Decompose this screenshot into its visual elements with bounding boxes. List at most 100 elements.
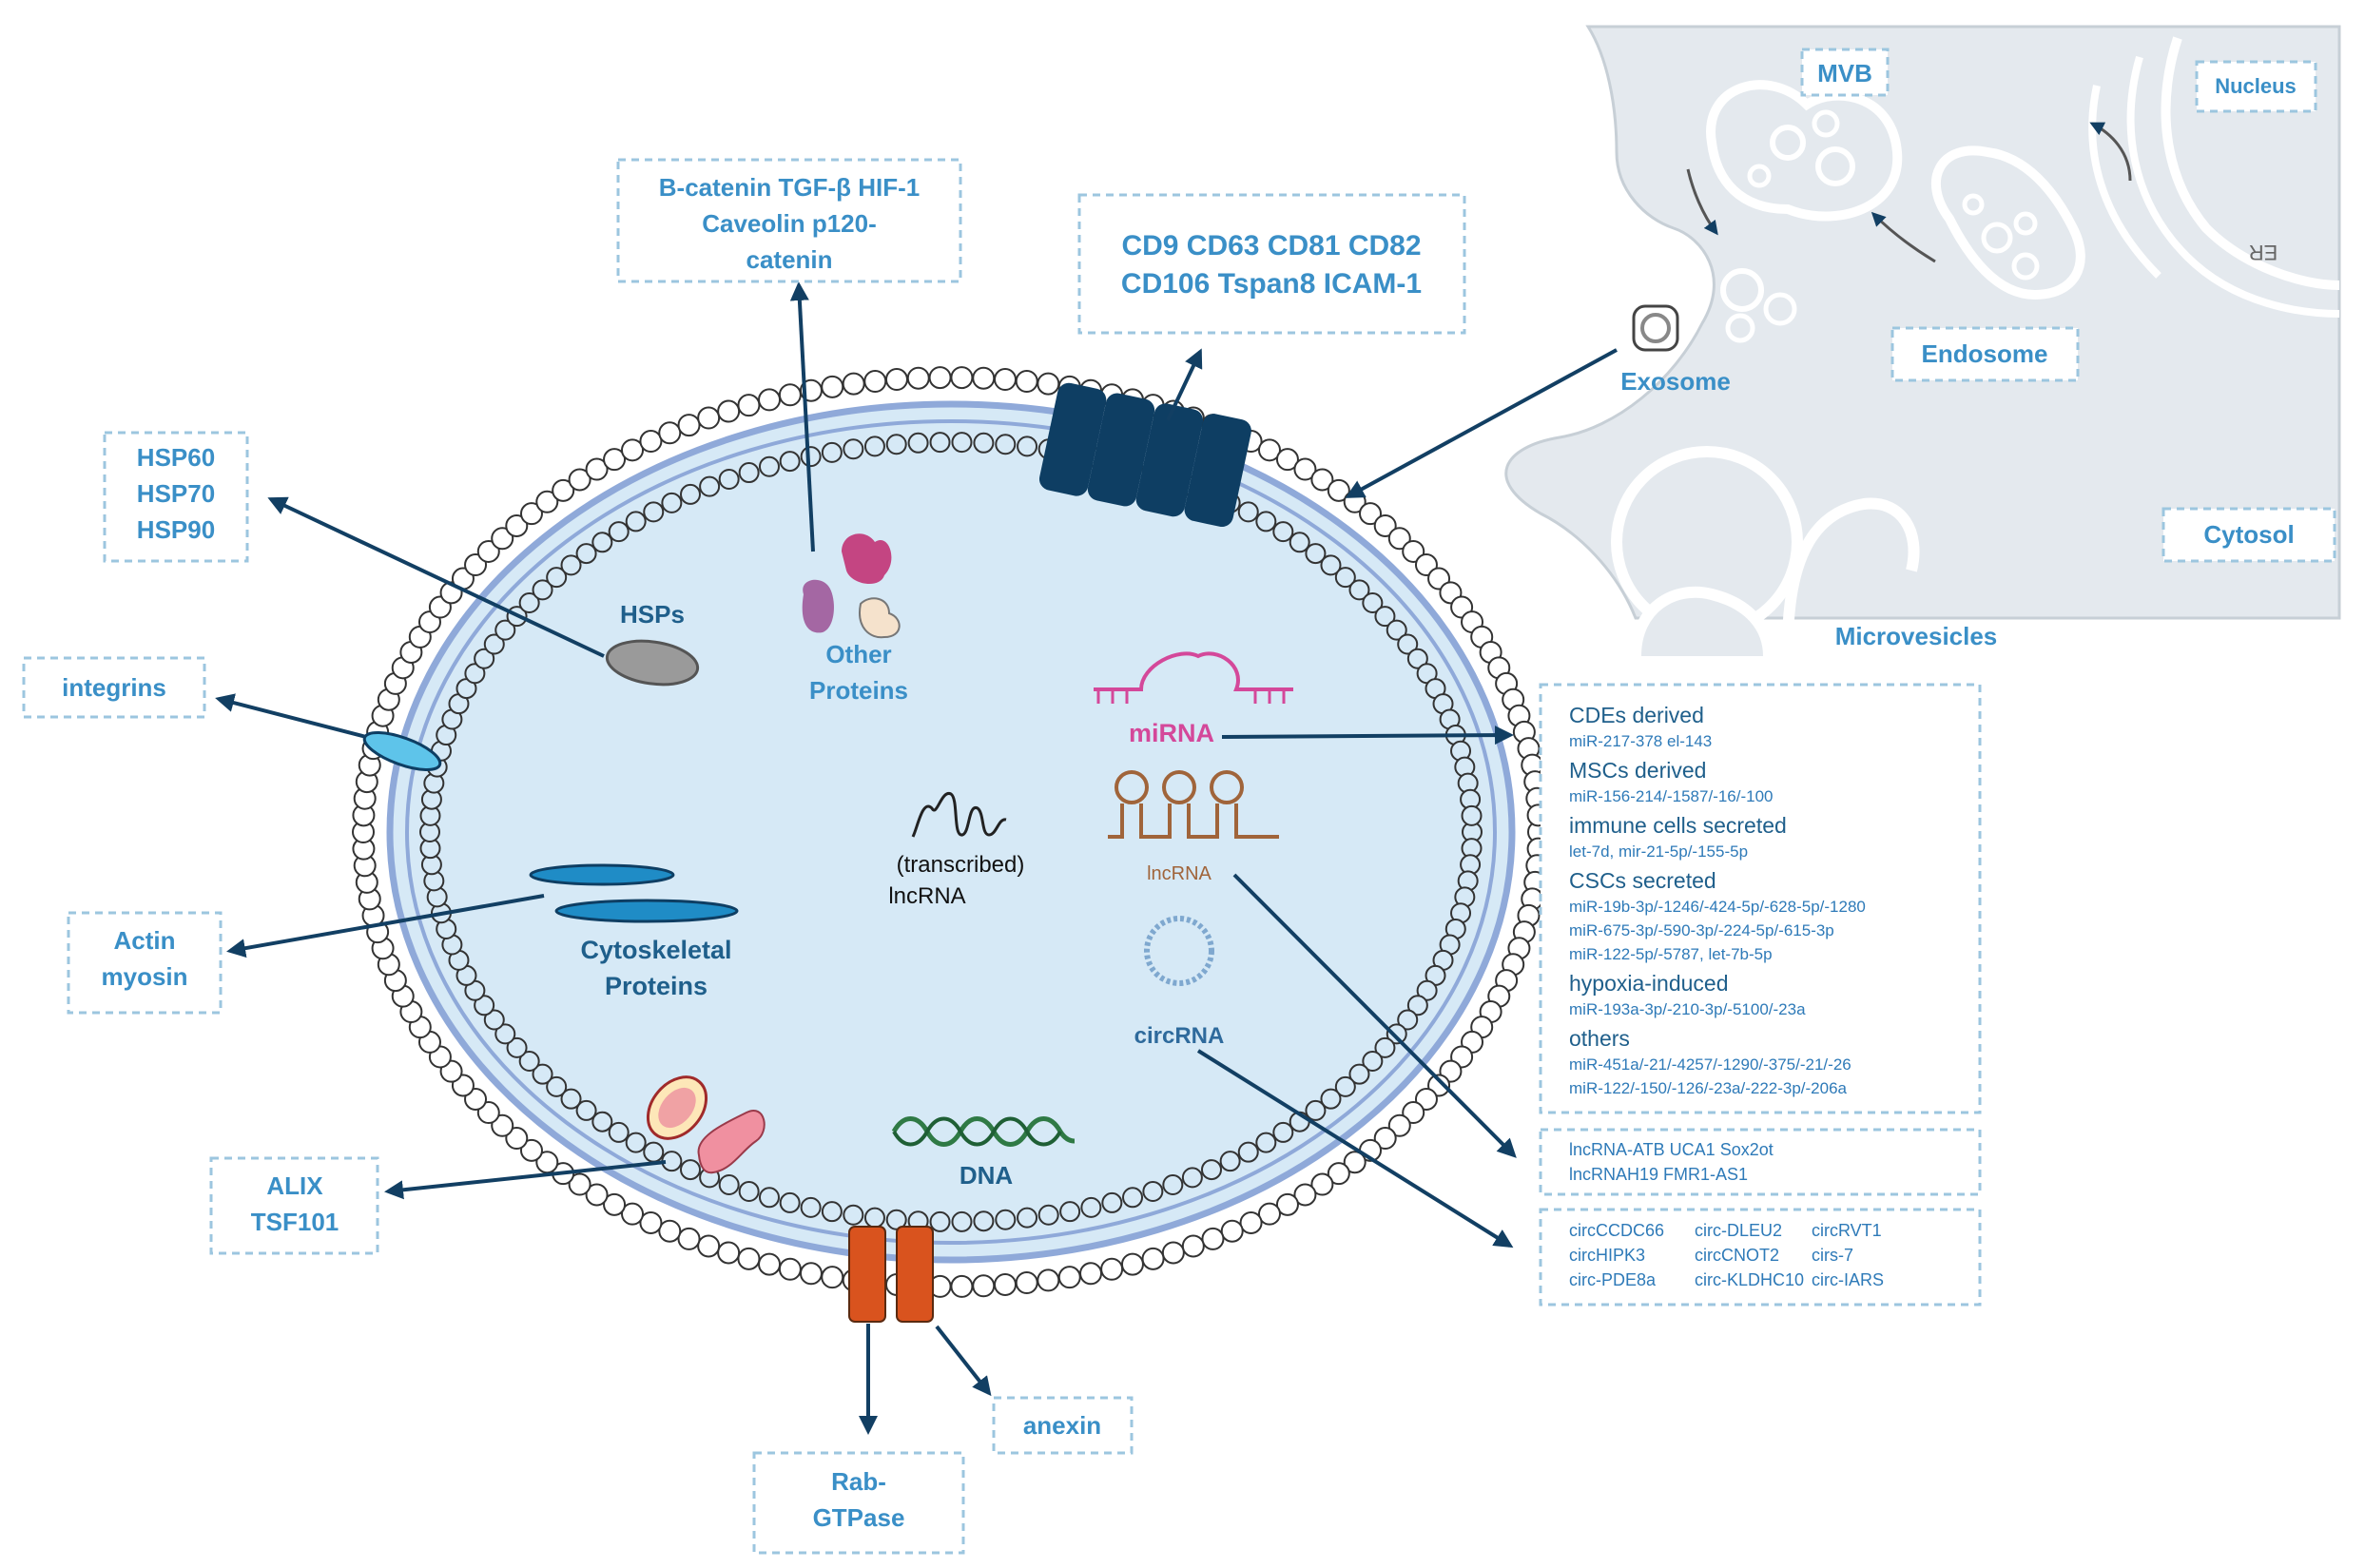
lipid-head — [575, 1099, 597, 1121]
lncrna-list-line-2: lncRNAH19 FMR1-AS1 — [1569, 1165, 1748, 1184]
lipid-head — [560, 554, 582, 576]
lipid-head — [552, 478, 575, 502]
mvb-label: MVB — [1817, 59, 1872, 87]
lipid-head — [639, 1210, 663, 1234]
hsp60-label: HSP60 — [137, 443, 215, 472]
cytoskeletal-label-1: Cytoskeletal — [580, 936, 731, 964]
lipid-head — [1080, 1196, 1102, 1218]
cytoskeletal-label-2: Proteins — [605, 972, 708, 1000]
hsp70-label: HSP70 — [137, 479, 215, 508]
lipid-head — [506, 1036, 528, 1058]
lipid-head — [677, 414, 701, 437]
lipid-head — [950, 366, 974, 390]
lipid-head — [697, 1234, 721, 1258]
cytoskeleton-icon — [529, 863, 739, 923]
lipid-head — [950, 1274, 974, 1298]
mirna-section-line: miR-122-5p/-5787, let-7b-5p — [1569, 945, 1773, 963]
integrins-box: integrins — [22, 656, 206, 719]
lipid-head — [800, 446, 822, 468]
lipid-head — [1272, 1121, 1294, 1143]
lipid-head — [738, 462, 760, 484]
lipid-head — [639, 430, 663, 454]
lipid-head — [972, 1274, 996, 1298]
lipid-head — [1348, 1063, 1370, 1085]
beta-catenin-line-3: catenin — [746, 245, 832, 274]
lipid-head — [1416, 979, 1438, 1001]
lipid-head — [1239, 1210, 1263, 1234]
lipid-head — [476, 539, 500, 563]
lipid-head — [906, 366, 930, 390]
lipid-head — [1289, 532, 1310, 553]
lipid-head — [821, 375, 844, 398]
mirna-section-line: miR-19b-3p/-1246/-424-5p/-628-5p/-1280 — [1569, 898, 1866, 916]
lipid-head — [608, 1121, 630, 1143]
beta-catenin-box: B-catenin TGF-β HIF-1 Caveolin p120- cat… — [616, 158, 962, 283]
lipid-head — [718, 1173, 740, 1195]
lipid-head — [505, 1127, 529, 1151]
mirna-section-line: miR-217-378 el-143 — [1569, 732, 1712, 750]
lipid-head — [821, 441, 843, 463]
lipid-head — [863, 1207, 885, 1229]
lipid-head — [994, 368, 1018, 392]
lipid-head — [546, 567, 568, 589]
beta-catenin-line-2: Caveolin p120- — [702, 209, 877, 238]
lipid-head — [591, 1111, 613, 1132]
alix-protein-icon — [646, 1075, 766, 1174]
lipid-head — [737, 394, 761, 417]
microvesicles: Microvesicles — [1611, 446, 1998, 657]
lipid-bilayer — [352, 366, 1550, 1298]
microvesicles-label: Microvesicles — [1835, 622, 1998, 650]
circrna-item: cirs-7 — [1812, 1246, 1853, 1265]
lipid-head — [585, 1183, 609, 1207]
er-label: ER — [2249, 241, 2278, 264]
mirna-section-line: miR-156-214/-1587/-16/-100 — [1569, 787, 1774, 805]
lipid-head — [1406, 995, 1428, 1016]
lipid-head — [494, 1023, 516, 1045]
lipid-head — [699, 475, 721, 497]
mirna-section-heading: immune cells secreted — [1569, 813, 1787, 838]
lipid-head — [680, 483, 701, 505]
circrna-item: circCNOT2 — [1695, 1246, 1779, 1265]
tetraspanin-proteins — [1038, 382, 1251, 528]
lipid-head — [821, 1266, 844, 1289]
lipid-head — [1305, 1099, 1327, 1121]
lipid-head — [1374, 1036, 1396, 1058]
mirna-hairpin-icon — [1094, 651, 1293, 704]
lipid-head — [1015, 369, 1038, 393]
lipid-head — [1386, 1023, 1407, 1045]
lipid-head — [519, 1138, 543, 1162]
lipid-head — [491, 1113, 514, 1137]
lipid-head — [518, 592, 540, 614]
mirna-section-heading: MSCs derived — [1569, 758, 1706, 783]
lipid-head — [929, 432, 951, 454]
lipid-head — [863, 436, 885, 457]
lipid-head — [560, 1088, 582, 1110]
lipid-head — [625, 511, 647, 532]
lipid-head — [1373, 513, 1397, 537]
lipid-head — [532, 579, 553, 601]
hsps-label: HSPs — [620, 600, 685, 629]
lipid-head — [799, 1262, 823, 1286]
lipid-head — [738, 1180, 760, 1202]
mirna-section-line: miR-451a/-21/-4257/-1290/-375/-21/-26 — [1569, 1055, 1851, 1074]
hsp-box: HSP60 HSP70 HSP90 — [103, 431, 249, 563]
lipid-head — [1255, 511, 1277, 532]
lipid-head — [821, 1201, 843, 1223]
alix-box: ALIX TSF101 — [209, 1156, 379, 1255]
circrna-label: circRNA — [1134, 1023, 1225, 1049]
mirna-section-heading: hypoxia-induced — [1569, 971, 1729, 996]
lipid-head — [842, 372, 865, 396]
lipid-head — [1397, 633, 1419, 655]
lipid-head — [677, 1227, 701, 1250]
lipid-head — [1406, 648, 1428, 669]
hsp-ellipse-icon — [605, 639, 700, 687]
parent-cell: Nucleus ER MVB Endosome — [1504, 25, 2341, 657]
actin-box: Actin myosin — [67, 911, 223, 1015]
endosome-label: Endosome — [1922, 339, 2048, 368]
lipid-head — [1101, 1191, 1123, 1213]
lipid-head — [1293, 1183, 1317, 1207]
lipid-head — [658, 1219, 682, 1243]
lipid-head — [1015, 1271, 1038, 1295]
lipid-head — [1374, 606, 1396, 628]
